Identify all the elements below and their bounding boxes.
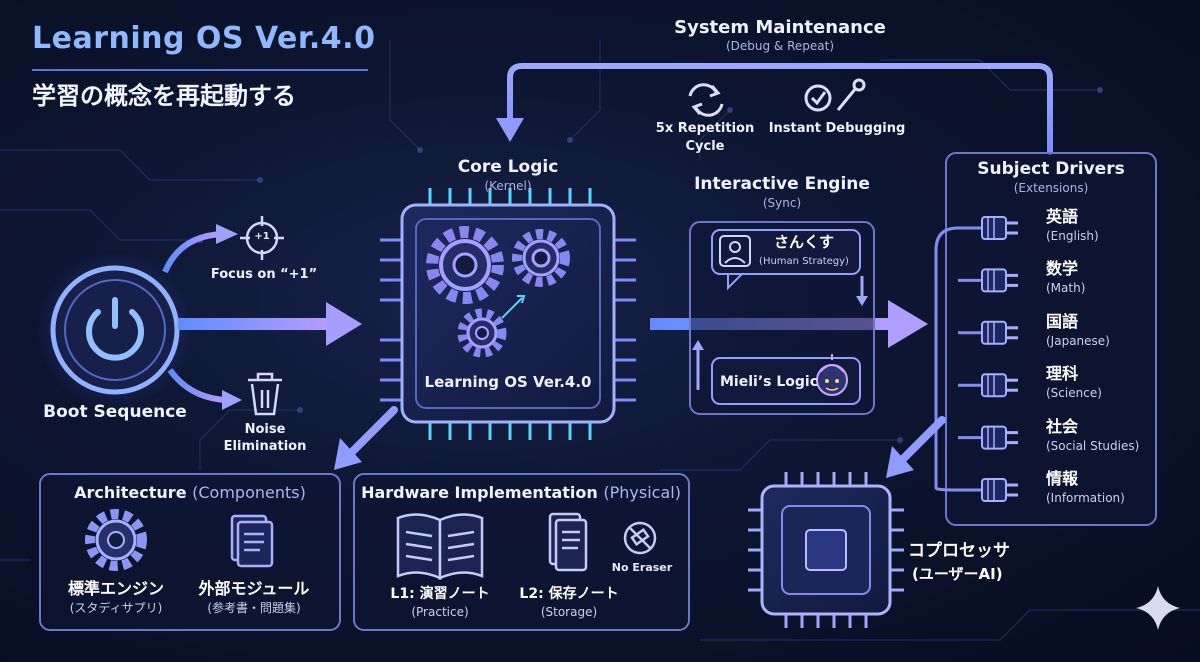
page-title: Learning OS Ver.4.0	[32, 21, 376, 56]
core-to-architecture-arrow	[348, 406, 398, 456]
debug-wrench-icon	[804, 78, 866, 112]
driver-subject-label: 数学	[1046, 259, 1079, 279]
drivers-title: Subject Drivers	[977, 159, 1125, 179]
drivers-subtitle: (Extensions)	[1013, 181, 1089, 195]
driver-subject-label: 理科	[1046, 364, 1079, 384]
driver-subject-english: (Information)	[1046, 491, 1125, 505]
driver-subject-english: (English)	[1046, 229, 1099, 243]
driver-subject-english: (Japanese)	[1046, 333, 1110, 348]
driver-subject-label: 国語	[1046, 311, 1079, 331]
driver-subject-label: 情報	[1046, 469, 1079, 488]
driver-subject-english: (Science)	[1046, 386, 1102, 401]
coprocessor-sub: (ユーザーAI)	[912, 565, 1003, 583]
driver-subject-english: (Math)	[1046, 281, 1086, 296]
interactive-engine-title: Interactive Engine	[694, 174, 870, 194]
hardware-box	[353, 473, 690, 631]
standard-engine-sub: (スタディサプリ)	[69, 601, 163, 615]
open-notebook-icon	[396, 513, 484, 580]
power-button-icon	[50, 265, 180, 395]
coprocessor-label: コプロセッサ	[908, 541, 1010, 561]
core-chip-label: Learning OS Ver.4.0	[424, 373, 592, 391]
core-logic-title: Core Logic	[457, 157, 559, 177]
l1-practice-label: L1: 演習ノート	[390, 586, 490, 602]
repeat-cycle-icon	[688, 83, 724, 117]
driver-plugs	[958, 216, 1018, 502]
boot-to-core-arrow	[178, 318, 328, 330]
architecture-title: Architecture (Components)	[74, 483, 306, 502]
circuit-traces	[0, 40, 1200, 641]
maintenance-subtitle: (Debug & Repeat)	[725, 39, 835, 53]
engine-gear-icon	[85, 509, 147, 571]
plug-icon	[958, 478, 1018, 502]
hardware-title: Hardware Implementation (Physical)	[361, 483, 681, 502]
human-strategy-name: さんくす	[773, 233, 835, 251]
crosshair-icon	[240, 216, 284, 260]
repetition-label: 5x Repetition	[655, 121, 755, 136]
no-eraser-label: No Eraser	[611, 561, 673, 574]
gear-cluster-icon	[426, 226, 570, 358]
noise-arrow	[167, 368, 227, 403]
plug-icon	[958, 320, 1018, 345]
human-strategy-sub: (Human Strategy)	[759, 256, 849, 267]
repetition-label-line2: Cycle	[685, 139, 725, 154]
focus-arrow	[162, 231, 223, 274]
l2-storage-sub: (Storage)	[540, 605, 598, 619]
reference-books-icon	[230, 514, 274, 568]
core-chip	[380, 188, 636, 440]
driver-subject-english: (Social Studies)	[1046, 438, 1140, 453]
noise-label-line1: Noise	[244, 422, 286, 437]
plug-icon	[958, 373, 1018, 398]
no-eraser-icon	[623, 521, 657, 555]
user-avatar-icon	[719, 235, 751, 267]
focus-badge: +1	[254, 231, 270, 242]
drivers-to-coprocessor-arrow	[896, 416, 946, 466]
driver-subject-label: 英語	[1046, 207, 1079, 226]
l1-practice-sub: (Practice)	[411, 605, 469, 619]
plug-icon	[958, 268, 1018, 293]
driver-subject-label: 社会	[1046, 416, 1079, 436]
boot-sequence-label: Boot Sequence	[43, 402, 187, 422]
external-module-label: 外部モジュール	[198, 579, 310, 598]
mieli-logic-label: Mieli’s Logic	[720, 374, 819, 390]
coprocessor-chip	[748, 472, 904, 628]
maintenance-loop-arrow	[507, 63, 1053, 155]
plug-icon	[958, 216, 1018, 240]
ai-robot-icon	[816, 354, 848, 396]
standard-engine-label: 標準エンジン	[67, 579, 165, 598]
maintenance-title: System Maintenance	[674, 17, 886, 38]
noise-label-line2: Elimination	[223, 439, 307, 454]
interactive-engine-subtitle: (Sync)	[762, 196, 802, 210]
trash-icon	[248, 372, 282, 416]
debugging-label: Instant Debugging	[768, 121, 906, 136]
l2-storage-label: L2: 保存ノート	[519, 586, 619, 602]
core-logic-subtitle: (Kernel)	[484, 179, 532, 193]
external-module-sub: (参考書・問題集)	[207, 601, 301, 615]
sparkle-logo-icon	[1136, 586, 1180, 630]
focus-label: Focus on “+1”	[210, 267, 318, 282]
storage-notebook-icon	[548, 512, 588, 572]
plug-icon	[958, 425, 1018, 450]
page-subtitle: 学習の概念を再起動する	[32, 82, 296, 110]
